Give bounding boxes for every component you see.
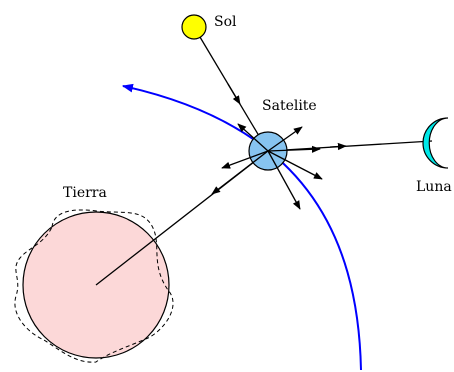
force-arrow-up-left [237,123,269,152]
sun-label: Sol [214,14,237,30]
sun-direction-arrow [227,83,241,105]
moon-crescent [422,117,449,169]
satellite-label: Satelite [262,98,317,114]
force-arrow-down-left [211,150,269,195]
moon-direction-arrow [329,142,347,151]
force-arrow-right [267,145,321,153]
force-arrows [211,123,323,210]
earth-label: Tierra [63,185,107,201]
sun-body [181,14,207,40]
moon-label: Luna [416,179,452,195]
force-arrow-left [221,150,269,169]
satellite-orbit [121,83,362,371]
force-arrow-up-right [267,126,303,152]
earth-tidal-bulge [14,209,174,363]
force-arrow-down-right [267,150,323,180]
force-arrow-down [267,150,301,210]
